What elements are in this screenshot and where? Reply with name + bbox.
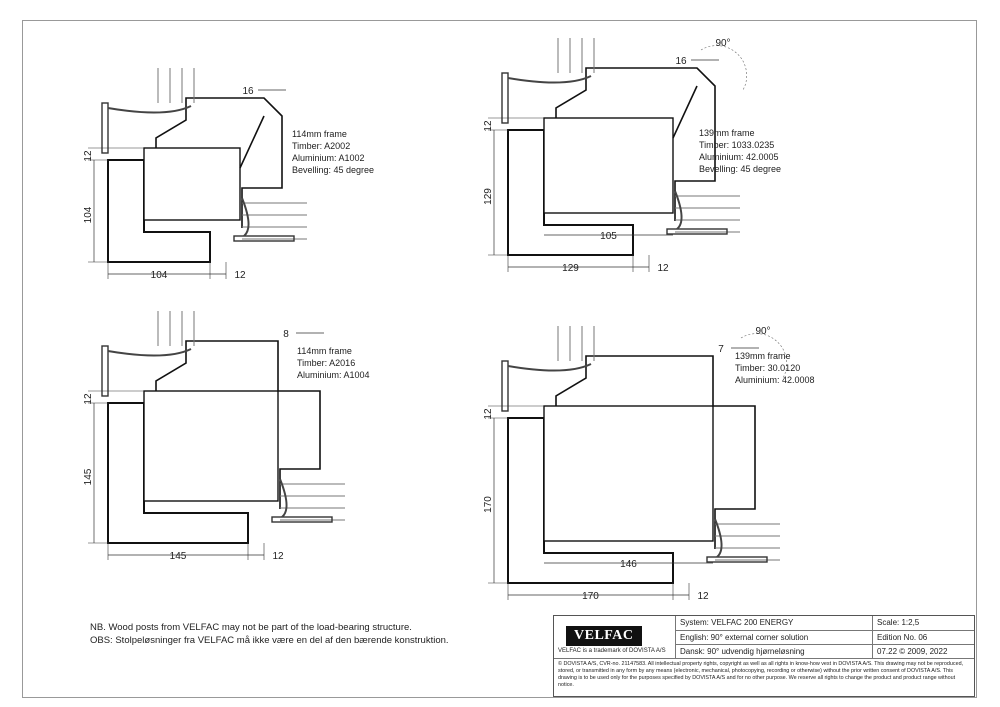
dansk-cell: Dansk: 90° udvendig hjørneløsning	[676, 645, 873, 659]
post-width-label: 170	[582, 591, 599, 602]
note-danish: OBS: Stolpeløsninger fra VELFAC må ikke …	[90, 635, 449, 646]
frame-label: 114mm frame	[297, 346, 352, 356]
title-block: VELFAC VELFAC is a trademark of DOVISTA …	[553, 615, 975, 697]
date-cell: 07.22 © 2009, 2022	[873, 645, 974, 659]
bevelling-label: Bevelling: 45 degree	[292, 165, 375, 175]
post-width-label: 145	[170, 551, 187, 562]
side-gap-label: 12	[697, 591, 709, 602]
logo-cell: VELFAC VELFAC is a trademark of DOVISTA …	[554, 616, 676, 659]
velfac-logo: VELFAC	[566, 626, 642, 646]
sash-frame	[155, 97, 283, 228]
side-gap-label: 12	[234, 270, 246, 281]
inner-width-label: 146	[620, 559, 637, 570]
gap-label: 12	[483, 120, 494, 132]
aluminium-cladding	[666, 228, 728, 235]
side-gap-label: 12	[272, 551, 284, 562]
frame-label: 139mm frame	[735, 351, 791, 361]
english-cell: English: 90° external corner solution	[676, 631, 873, 645]
aluminium-label: Aluminium: 42.0005	[699, 152, 779, 162]
aluminium-cladding	[271, 516, 333, 523]
sash-frame	[555, 67, 716, 221]
spec-detail-4: 139mm frame Timber: 30.0120 Aluminium: 4…	[735, 350, 815, 386]
post-height-label: 145	[83, 468, 94, 485]
frame-label: 114mm frame	[292, 129, 347, 139]
gap-label: 12	[483, 408, 494, 420]
trademark-text: VELFAC is a trademark of DOVISTA A/S	[558, 648, 666, 654]
timber-label: Timber: A2002	[292, 141, 351, 151]
timber-frame-block	[143, 390, 279, 502]
sash-frame	[155, 340, 321, 509]
legal-text: © DOVISTA A/S, CVR-no. 21147583. All int…	[558, 661, 964, 688]
corner-detail-2: 129 12 129 12 105 16 90°	[483, 38, 747, 274]
frame-label: 139mm frame	[699, 128, 755, 138]
post-height-label: 170	[483, 496, 494, 513]
gasket-profile	[279, 478, 288, 518]
angle-arc	[740, 333, 787, 379]
aluminium-cladding	[101, 102, 109, 154]
post-width-label: 104	[151, 270, 168, 281]
inner-width-label: 105	[600, 231, 617, 242]
angle-label: 90°	[715, 38, 730, 49]
corner-detail-4: 170 12 170 12 146 7 90°	[483, 326, 787, 602]
spec-detail-1: 114mm frame Timber: A2002 Aluminium: A10…	[292, 128, 374, 176]
aluminium-cladding	[501, 72, 509, 124]
note-english: NB. Wood posts from VELFAC may not be pa…	[90, 622, 412, 633]
corner-detail-3: 145 12 145 12 8	[83, 311, 345, 562]
gasket-profile	[107, 348, 192, 357]
timber-label: Timber: 1033.0235	[699, 140, 775, 150]
timber-label: Timber: A2016	[297, 358, 356, 368]
post-height-label: 129	[483, 188, 494, 205]
gasket-profile	[674, 190, 683, 230]
post-width-label: 129	[562, 263, 579, 274]
edition-cell: Edition No. 06	[873, 631, 974, 645]
aluminium-cladding	[501, 360, 509, 412]
gasket-profile	[507, 363, 592, 372]
gap-label: 12	[83, 150, 94, 162]
spec-detail-3: 114mm frame Timber: A2016 Aluminium: A10…	[297, 345, 370, 381]
gasket-profile	[107, 105, 192, 114]
aluminium-cladding	[233, 235, 295, 242]
side-gap-label: 12	[657, 263, 669, 274]
post-height-label: 104	[83, 206, 94, 223]
sash-frame	[555, 355, 756, 549]
corner-label: 16	[675, 56, 687, 67]
aluminium-label: Aluminium: A1002	[292, 153, 365, 163]
system-cell: System: VELFAC 200 ENERGY	[676, 616, 873, 631]
aluminium-label: Aluminium: 42.0008	[735, 375, 815, 385]
timber-frame-block	[543, 405, 714, 542]
bevelling-label: Bevelling: 45 degree	[699, 164, 782, 174]
angle-arc	[700, 45, 747, 91]
corner-label: 16	[242, 86, 254, 97]
sheet-border	[22, 20, 977, 698]
timber-frame-block	[143, 147, 241, 221]
angle-label: 90°	[755, 326, 770, 337]
corner-label: 8	[283, 329, 289, 340]
gasket-profile	[714, 518, 723, 558]
timber-frame-block	[543, 117, 674, 214]
aluminium-cladding	[706, 556, 768, 563]
aluminium-cladding	[101, 345, 109, 397]
timber-label: Timber: 30.0120	[735, 363, 801, 373]
corner-label: 7	[718, 344, 724, 355]
scale-cell: Scale: 1:2,5	[873, 616, 974, 631]
spec-detail-2: 139mm frame Timber: 1033.0235 Aluminium:…	[699, 127, 781, 175]
gasket-profile	[241, 197, 250, 237]
gasket-profile	[507, 75, 592, 84]
aluminium-label: Aluminium: A1004	[297, 370, 370, 380]
corner-detail-1: 104 12 104 12 16	[83, 68, 307, 281]
gap-label: 12	[83, 393, 94, 405]
